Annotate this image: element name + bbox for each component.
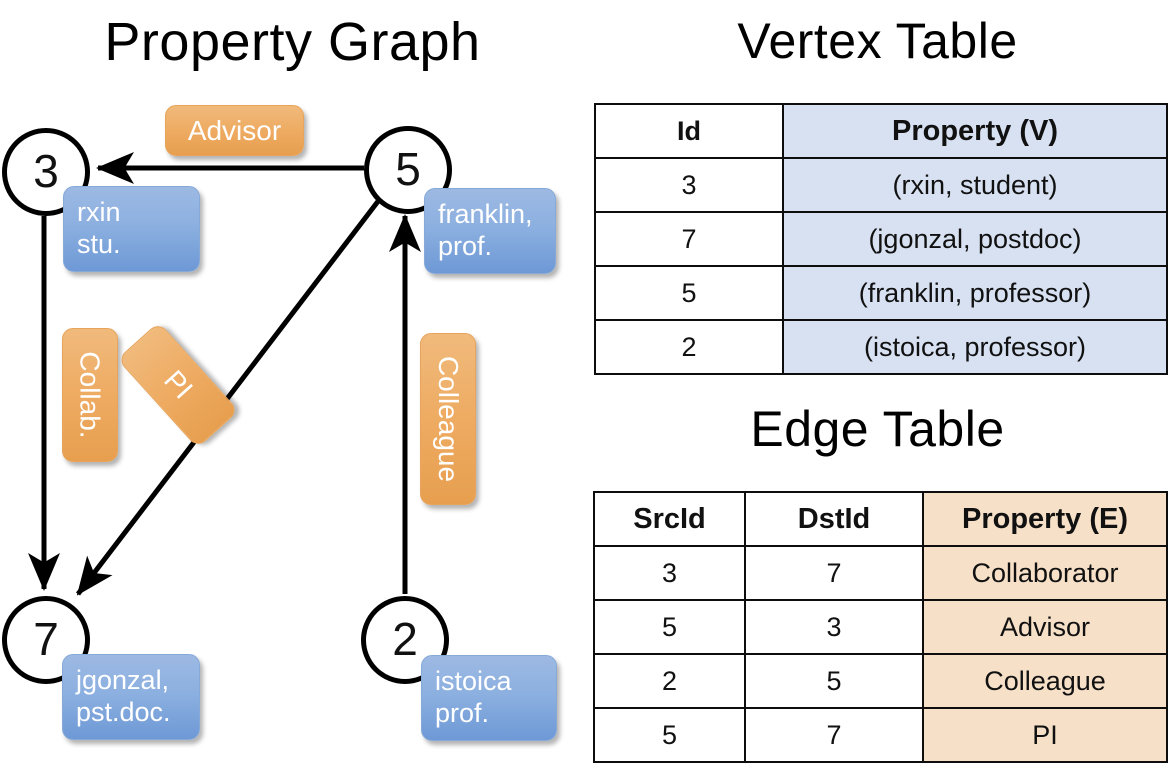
- edge-label-advisor-text: Advisor: [187, 114, 282, 146]
- vertex-property-box-5-line1: franklin,: [438, 199, 533, 229]
- page-title-property-graph: Property Graph: [104, 12, 481, 72]
- table-row[interactable]: 2 (istoica, professor): [594, 319, 1168, 375]
- vertex-property-box-5: franklin, prof.: [424, 188, 556, 274]
- vertex-property-box-3: rxin stu.: [63, 186, 200, 272]
- vertex-cell-id: 2: [594, 319, 784, 375]
- vertex-property-box-7-line1: jgonzal,: [76, 665, 170, 695]
- edge-label-colleague: Colleague: [420, 333, 476, 505]
- table-row[interactable]: 3 7 Collaborator: [593, 545, 1168, 601]
- vertex-property-box-2-line2: prof.: [435, 698, 490, 728]
- vertex-cell-property: (jgonzal, postdoc): [782, 211, 1168, 267]
- table-row[interactable]: 5 3 Advisor: [593, 599, 1168, 655]
- vertex-cell-id: 5: [594, 265, 784, 321]
- edge-label-advisor: Advisor: [165, 105, 304, 156]
- edge-table-header-row: SrcId DstId Property (E): [593, 491, 1168, 547]
- vertex-table-header-id: Id: [594, 103, 784, 159]
- vertex-property-box-5-line2: prof.: [438, 231, 493, 261]
- edge-cell-property: Colleague: [922, 653, 1168, 709]
- edge-label-collab: Collab.: [62, 328, 118, 462]
- edge-line-5-to-7: [76, 198, 381, 596]
- edge-cell-srcid: 2: [593, 653, 746, 709]
- page-title-edge-table: Edge Table: [750, 401, 1005, 457]
- edge-label-collab-text: Collab.: [75, 351, 107, 439]
- table-row[interactable]: 5 7 PI: [593, 707, 1168, 763]
- vertex-node-3-id: 3: [33, 145, 59, 197]
- vertex-table: Id Property (V) 3 (rxin, student) 7 (jgo…: [594, 103, 1168, 375]
- edge-cell-srcid: 5: [593, 707, 746, 763]
- vertex-cell-property: (rxin, student): [782, 157, 1168, 213]
- edge-table-header-property: Property (E): [922, 491, 1168, 547]
- vertex-property-box-3-line1: rxin: [77, 197, 121, 227]
- table-row[interactable]: 2 5 Colleague: [593, 653, 1168, 709]
- property-graph-diagram: 3 5 7 2 rxin stu. franklin, prof. jgonza…: [0, 0, 585, 760]
- vertex-node-2[interactable]: 2: [361, 596, 449, 684]
- edge-cell-dstid: 3: [744, 599, 924, 655]
- vertex-property-box-7-line2: pst.doc.: [76, 697, 171, 727]
- vertex-cell-property: (istoica, professor): [782, 319, 1168, 375]
- page-title-vertex-table: Vertex Table: [737, 13, 1018, 69]
- table-row[interactable]: 3 (rxin, student): [594, 157, 1168, 213]
- vertex-property-box-2-line1: istoica: [435, 666, 512, 696]
- vertex-table-header-row: Id Property (V): [594, 103, 1168, 159]
- edge-table-header-dstid: DstId: [744, 491, 924, 547]
- vertex-node-5-id: 5: [395, 143, 421, 195]
- graph-edge-lines: [28, 152, 421, 596]
- edge-cell-property: Advisor: [922, 599, 1168, 655]
- vertex-property-box-7: jgonzal, pst.doc.: [62, 654, 200, 740]
- edge-label-pi-text: PI: [157, 364, 199, 405]
- edge-cell-dstid: 7: [744, 545, 924, 601]
- table-row[interactable]: 5 (franklin, professor): [594, 265, 1168, 321]
- vertex-node-2-id: 2: [392, 613, 418, 665]
- edge-cell-srcid: 5: [593, 599, 746, 655]
- vertex-property-box-2: istoica prof.: [421, 655, 557, 741]
- edge-cell-srcid: 3: [593, 545, 746, 601]
- vertex-node-5[interactable]: 5: [364, 126, 452, 214]
- edge-table: SrcId DstId Property (E) 3 7 Collaborato…: [593, 491, 1168, 763]
- edge-table-header-srcid: SrcId: [593, 491, 746, 547]
- vertex-node-7-id: 7: [33, 613, 59, 665]
- edge-cell-dstid: 5: [744, 653, 924, 709]
- edge-cell-dstid: 7: [744, 707, 924, 763]
- table-row[interactable]: 7 (jgonzal, postdoc): [594, 211, 1168, 267]
- vertex-cell-id: 3: [594, 157, 784, 213]
- vertex-cell-id: 7: [594, 211, 784, 267]
- edge-cell-property: PI: [922, 707, 1168, 763]
- edge-label-colleague-text: Colleague: [433, 355, 465, 483]
- vertex-table-header-property: Property (V): [782, 103, 1168, 159]
- edge-cell-property: Collaborator: [922, 545, 1168, 601]
- vertex-cell-property: (franklin, professor): [782, 265, 1168, 321]
- vertex-property-box-3-line2: stu.: [77, 229, 121, 259]
